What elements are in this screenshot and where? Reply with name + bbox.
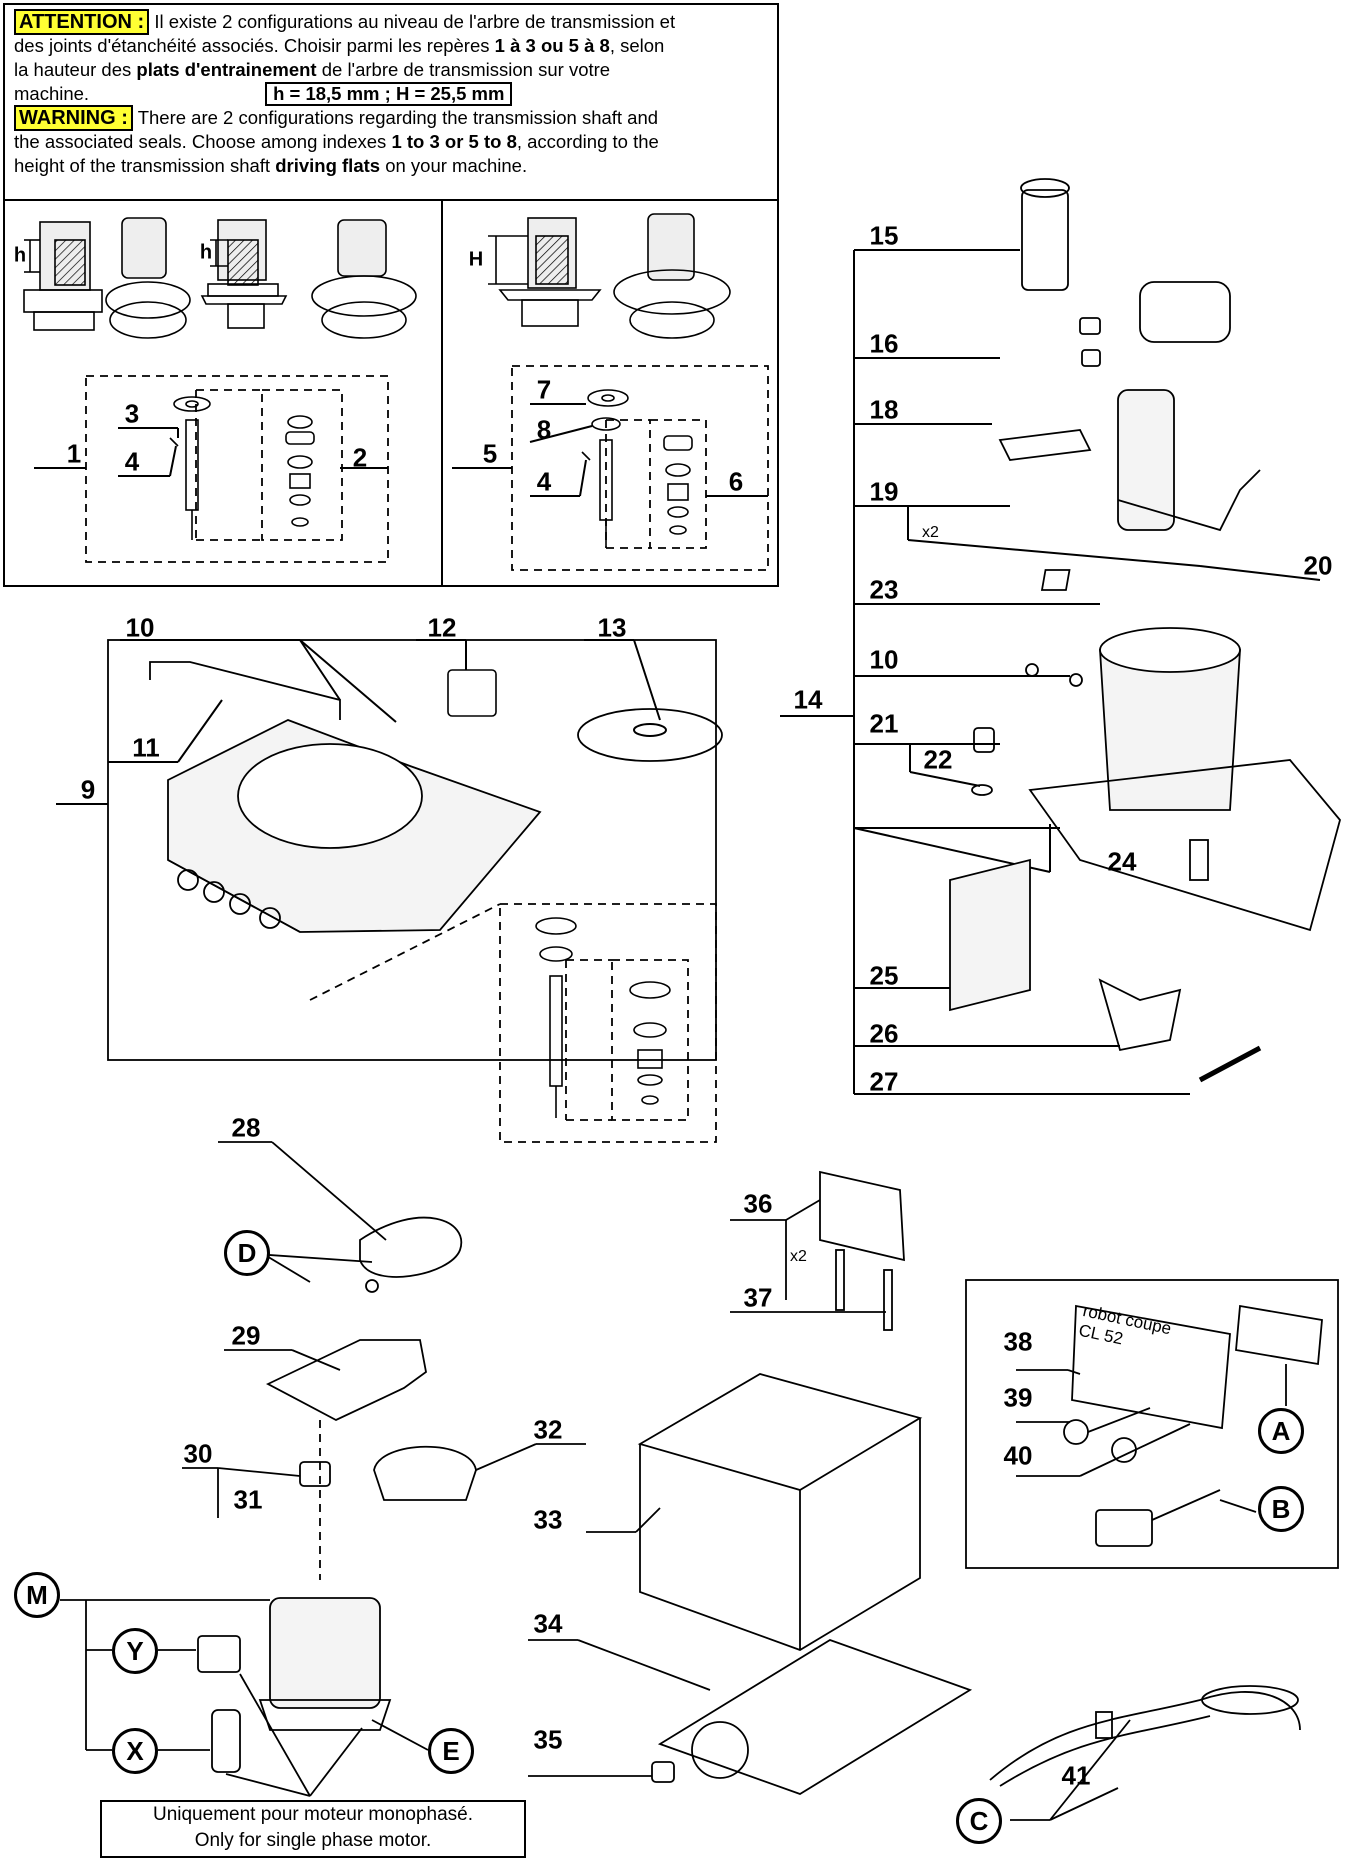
- callout-X: X: [112, 1728, 158, 1774]
- part-23-label: 23: [869, 574, 899, 605]
- part-34-label: 34: [533, 1608, 563, 1639]
- attention-text-3a: la hauteur des: [14, 59, 137, 80]
- multiplier-x2-lower: x2: [790, 1248, 807, 1265]
- part-31-label: 31: [233, 1484, 263, 1515]
- attention-text-2: des joints d'étanchéité associés. Choisi…: [14, 35, 490, 56]
- attention-text-2b: 1 à 3 ou 5 à 8: [494, 35, 610, 56]
- attention-line-1: ATTENTION : Il existe 2 configurations a…: [14, 9, 774, 35]
- kit-small-parts: [169, 389, 693, 546]
- leaders-top: [34, 403, 768, 497]
- motor-note-fr: Uniquement pour moteur monophasé.: [152, 1804, 474, 1825]
- part-30-label: 30: [183, 1438, 213, 1469]
- callout-D: D: [224, 1230, 270, 1276]
- dim-h-label-2: h: [199, 241, 213, 264]
- base-assembly: [528, 1170, 973, 1795]
- part-21-label: 21: [869, 708, 899, 739]
- header-note: ATTENTION : Il existe 2 configurations a…: [14, 9, 774, 178]
- warning-line-2: the associated seals. Choose among index…: [14, 130, 774, 154]
- part-33-label: 33: [533, 1504, 563, 1535]
- part-26-label: 26: [869, 1018, 899, 1049]
- part-9-label: 9: [80, 774, 96, 805]
- dim-h-label-1: h: [13, 244, 27, 267]
- dim-H-label: H: [468, 248, 484, 271]
- part-4b-label: 4: [536, 466, 552, 497]
- single-phase-motor-note: Uniquement pour moteur monophasé. Only f…: [100, 1800, 526, 1858]
- warning-text-2b: 1 to 3 or 5 to 8: [391, 131, 517, 152]
- part-24-label: 24: [1107, 846, 1137, 877]
- warning-text-1: There are 2 configurations regarding the…: [137, 107, 659, 128]
- attention-line-2: des joints d'étanchéité associés. Choisi…: [14, 34, 774, 58]
- callout-M: M: [14, 1572, 60, 1618]
- part-25-label: 25: [869, 960, 899, 991]
- attention-text-3c: de l'arbre de transmission sur votre: [316, 59, 611, 80]
- warning-text-3c: on your machine.: [380, 155, 528, 176]
- kit-9-box: [309, 903, 717, 1143]
- callout-B: B: [1258, 1486, 1304, 1532]
- callout-A: A: [1258, 1408, 1304, 1454]
- part-7-label: 7: [536, 374, 552, 405]
- warning-text-3a: height of the transmission shaft: [14, 155, 276, 176]
- part-35-label: 35: [533, 1724, 563, 1755]
- part-27-label: 27: [869, 1066, 899, 1097]
- part-11-label: 11: [132, 732, 160, 763]
- part-18-label: 18: [869, 394, 899, 425]
- part-15-label: 15: [869, 220, 899, 251]
- part-6-label: 6: [728, 466, 744, 497]
- part-20-label: 20: [1303, 550, 1333, 581]
- part-10b-label: 10: [869, 644, 899, 675]
- part-5-label: 5: [482, 438, 498, 469]
- callout-C: C: [956, 1798, 1002, 1844]
- callout-Y: Y: [112, 1628, 158, 1674]
- part-16-label: 16: [869, 328, 899, 359]
- warning-line-1: WARNING : There are 2 configurations reg…: [14, 105, 774, 131]
- motor-note-en: Only for single phase motor.: [194, 1830, 432, 1851]
- multiplier-x2-upper: x2: [922, 524, 939, 541]
- attention-text-1: Il existe 2 configurations au niveau de …: [154, 11, 676, 32]
- part-37-label: 37: [743, 1282, 773, 1313]
- bowl-kit-lines: [780, 249, 1321, 1095]
- dimensions-box: h = 18,5 mm ; H = 25,5 mm: [265, 82, 513, 106]
- part-41-label: 41: [1061, 1760, 1091, 1791]
- part-39-label: 39: [1003, 1382, 1033, 1413]
- warning-text-2c: , according to the: [516, 131, 659, 152]
- header-frame: [3, 3, 779, 587]
- part-2-label: 2: [352, 442, 368, 473]
- attention-line-4: machine. h = 18,5 mm ; H = 25,5 mm: [14, 82, 774, 106]
- warning-text-2a: the associated seals. Choose among index…: [14, 131, 392, 152]
- part-8-label: 8: [536, 414, 552, 445]
- part-38-label: 38: [1003, 1326, 1033, 1357]
- part-29-label: 29: [231, 1320, 261, 1351]
- connector-part-12: [447, 669, 497, 717]
- attention-text-4: machine.: [14, 83, 90, 104]
- part-19-label: 19: [869, 476, 899, 507]
- part-4-label: 4: [124, 446, 140, 477]
- leaders-9-13: [56, 639, 661, 805]
- motor-assembly: [60, 1141, 586, 1797]
- shaft-config-sketches-h: [23, 213, 731, 339]
- attention-text-3b: plats d'entrainement: [136, 59, 317, 80]
- part-12-label: 12: [427, 612, 457, 643]
- part-28-label: 28: [231, 1112, 261, 1143]
- attention-label: ATTENTION :: [14, 9, 150, 35]
- attention-text-2c: , selon: [609, 35, 665, 56]
- attention-line-3: la hauteur des plats d'entrainement de l…: [14, 58, 774, 82]
- warning-label: WARNING :: [14, 105, 133, 131]
- bowl-kit-parts: [949, 178, 1341, 1083]
- part-40-label: 40: [1003, 1440, 1033, 1471]
- housing-part-9: [107, 639, 717, 1061]
- part-32-label: 32: [533, 1414, 563, 1445]
- part-14-label: 14: [793, 684, 823, 715]
- warning-text-3b: driving flats: [275, 155, 381, 176]
- part-22-label: 22: [923, 744, 953, 775]
- part-13-label: 13: [597, 612, 627, 643]
- warning-line-3: height of the transmission shaft driving…: [14, 154, 774, 178]
- part-3-label: 3: [124, 398, 140, 429]
- part-1-label: 1: [66, 438, 82, 469]
- part-10-label: 10: [125, 612, 155, 643]
- part-36-label: 36: [743, 1188, 773, 1219]
- disc-part-13: [577, 708, 723, 762]
- control-panel-kit: [965, 1279, 1339, 1821]
- callout-E: E: [428, 1728, 474, 1774]
